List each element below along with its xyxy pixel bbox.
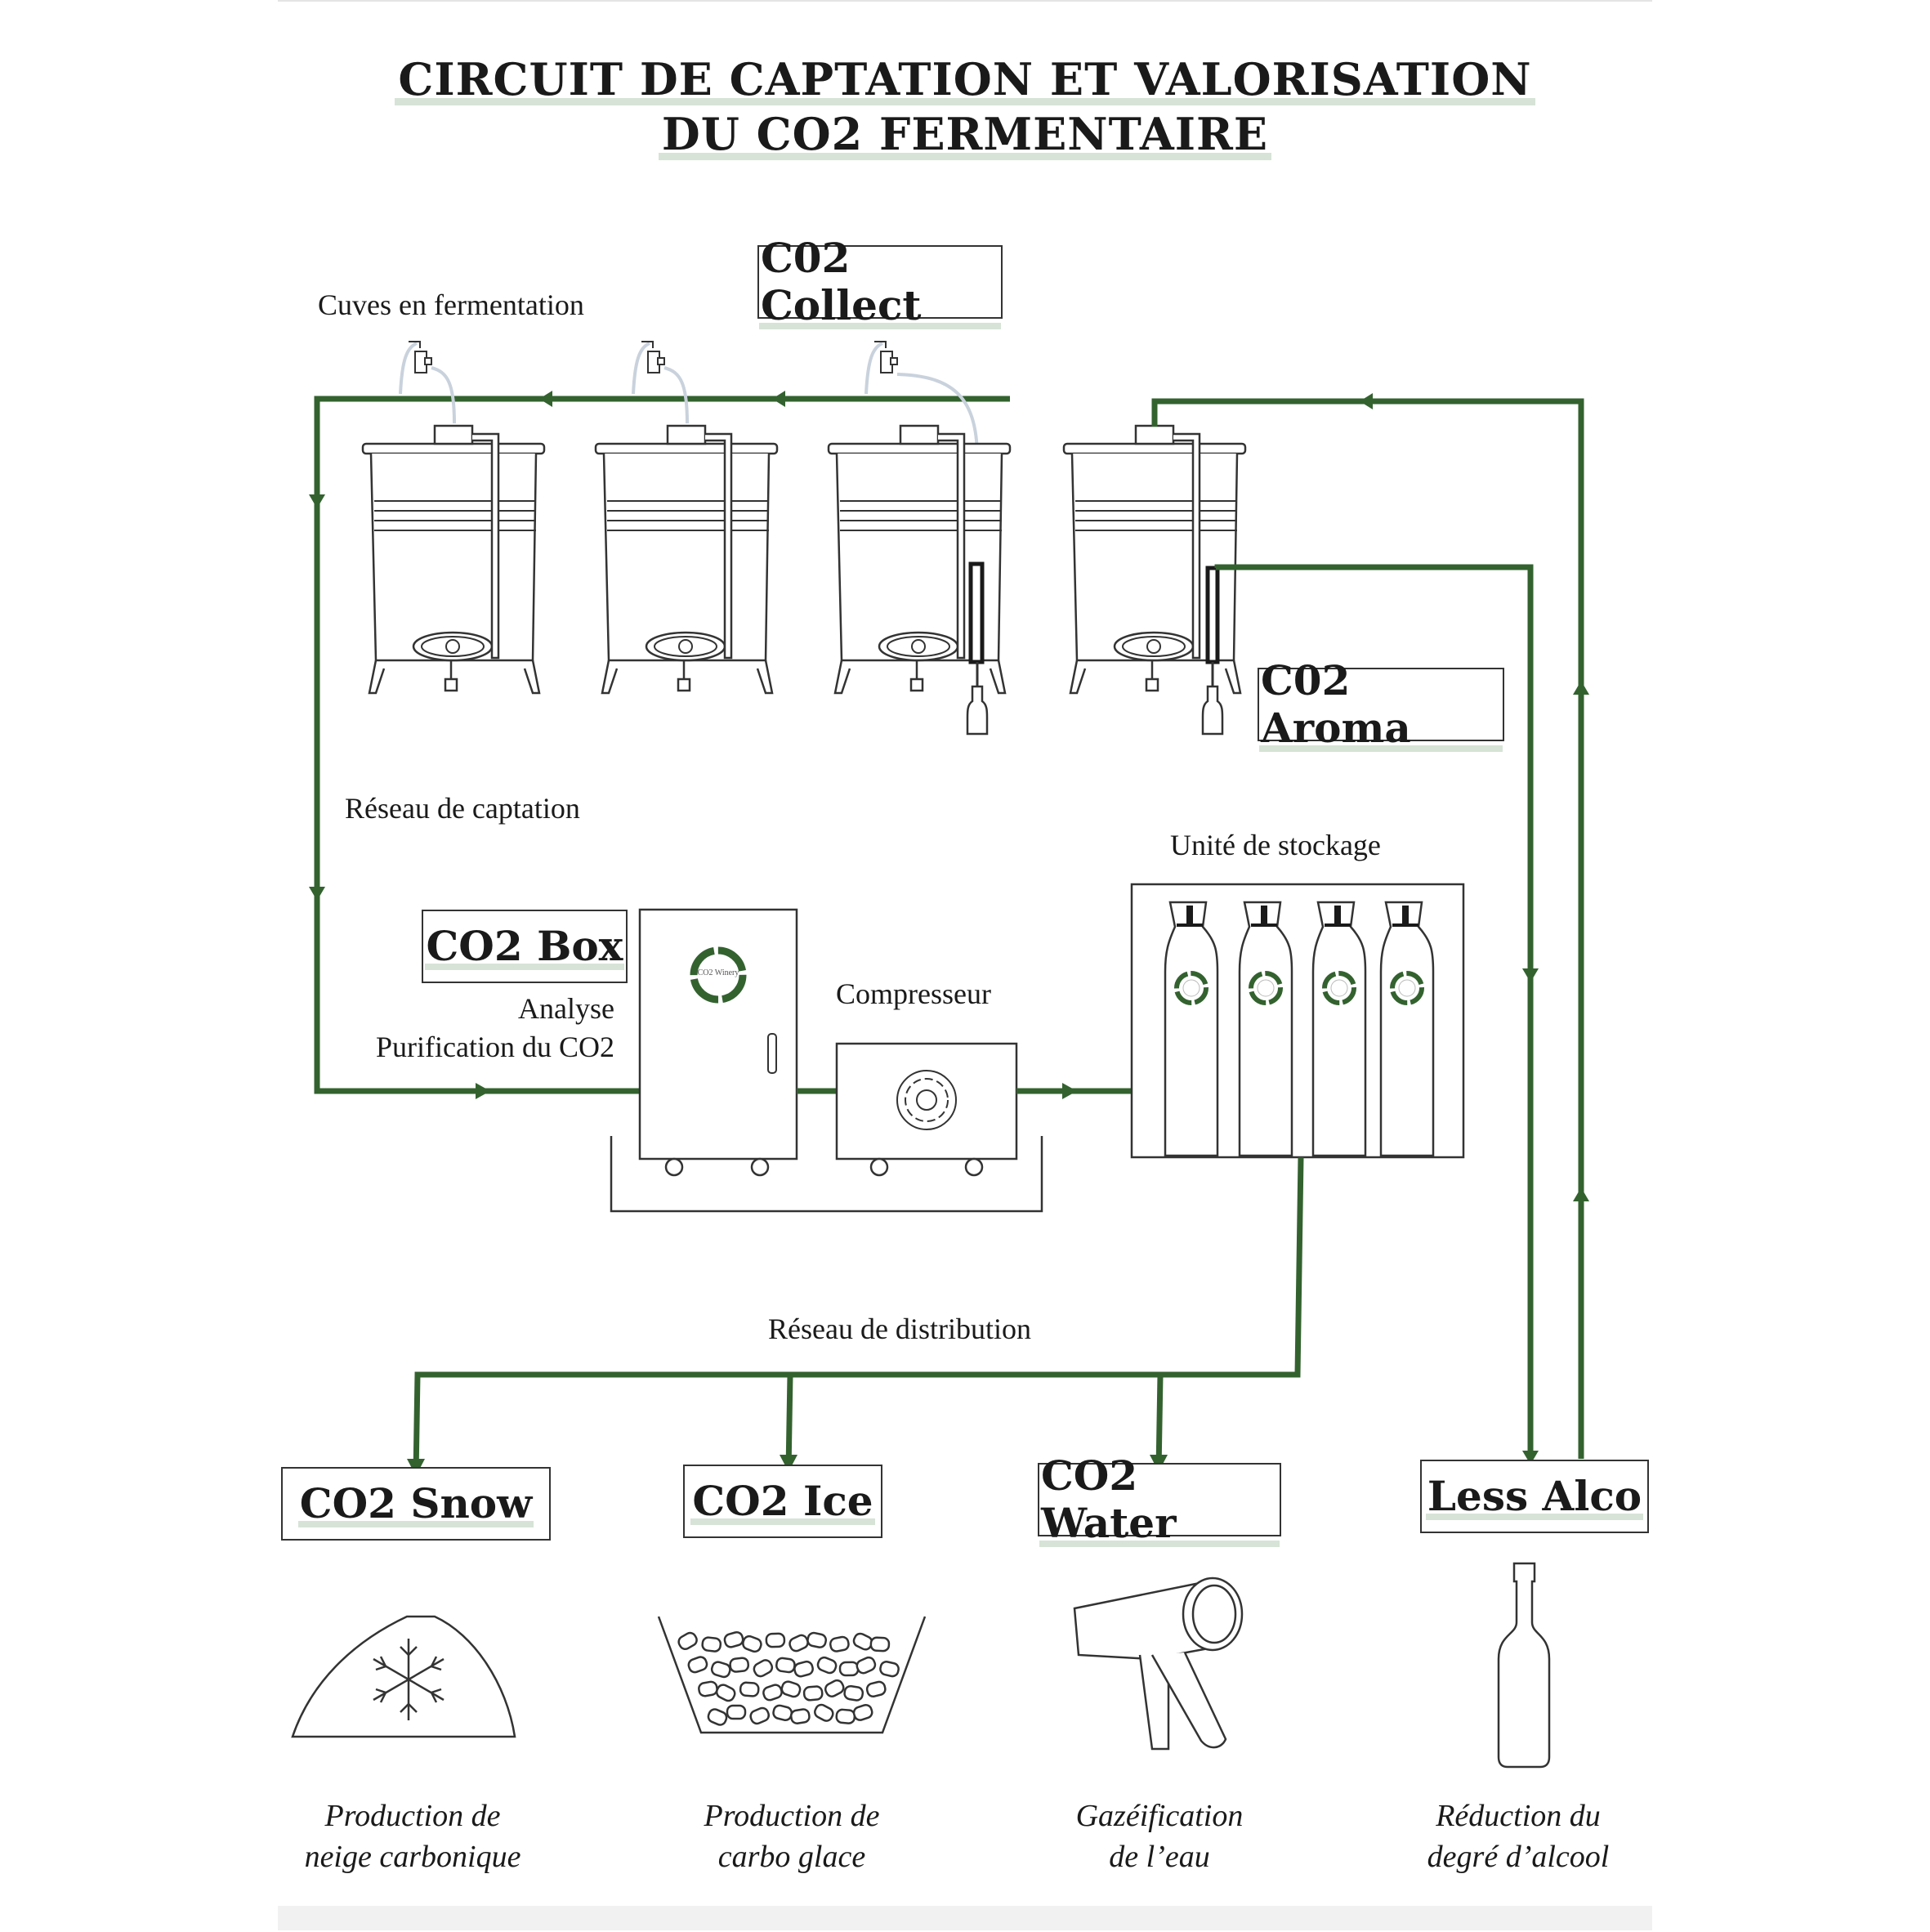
- co2-box-cabinet: CO2 Winery: [638, 908, 798, 1177]
- ice-pellet: [814, 1703, 834, 1722]
- gas-cylinder-4: [1381, 902, 1433, 1156]
- ice-pellet: [677, 1631, 698, 1651]
- ice-pellet: [701, 1636, 722, 1652]
- ice-basket-icon: [657, 1616, 927, 1734]
- ice-pellet: [749, 1706, 771, 1725]
- ice-pellet: [793, 1660, 814, 1678]
- ice-pellet: [802, 1685, 824, 1702]
- wine-bottle-icon: [1497, 1562, 1551, 1769]
- co2-snow-box: CO2 Snow: [281, 1467, 551, 1541]
- page-bottom-shade: [278, 1906, 1652, 1930]
- ice-pellet: [772, 1704, 793, 1722]
- ice-pellet: [765, 1632, 786, 1648]
- compressor: [835, 1042, 1018, 1177]
- fermentation-tank-1: [361, 424, 546, 695]
- ice-pellet: [838, 1661, 860, 1677]
- co2-water-box: CO2 Water: [1038, 1452, 1281, 1547]
- ice-pellet: [775, 1657, 796, 1674]
- ice-pellet: [739, 1681, 760, 1697]
- ice-pellet: [843, 1684, 864, 1702]
- ice-pellet: [835, 1708, 856, 1724]
- label-reseau-captation: Réseau de captation: [345, 792, 580, 825]
- gas-cylinder-2: [1240, 902, 1292, 1156]
- ice-pellet: [707, 1708, 728, 1726]
- page-title-line1: CIRCUIT DE CAPTATION ET VALORISATION: [0, 51, 1930, 108]
- ice-pellet: [856, 1656, 877, 1675]
- ice-pellet: [726, 1704, 747, 1720]
- co2-aroma-box: C02 Aroma: [1258, 657, 1504, 752]
- ice-pellet: [824, 1679, 845, 1697]
- ice-pellet: [698, 1680, 718, 1697]
- collect-pipe: [309, 391, 1010, 1099]
- ice-pellet: [742, 1635, 762, 1653]
- aroma-feed-pipe: [1214, 564, 1539, 1465]
- ice-pellet: [865, 1680, 887, 1698]
- ice-pellet: [687, 1656, 708, 1674]
- gas-cylinder-3: [1313, 902, 1365, 1156]
- label-cuves: Cuves en fermentation: [318, 288, 584, 321]
- compressor-storage-pipe: [1016, 1083, 1132, 1099]
- co2-ice-box: CO2 Ice: [683, 1465, 882, 1538]
- label-reseau-distribution: Réseau de distribution: [768, 1313, 1031, 1345]
- label-compresseur: Compresseur: [836, 977, 991, 1010]
- ice-pellet: [869, 1636, 891, 1652]
- equipment-base: [610, 1136, 1043, 1213]
- snow-pile-icon: [291, 1615, 516, 1738]
- aroma-return-pipe: [1151, 393, 1589, 1459]
- page-title-line2: DU CO2 FERMENTAIRE: [0, 105, 1930, 163]
- storage-unit: [1130, 883, 1465, 1159]
- ice-pellet: [789, 1708, 811, 1724]
- box-logo-text: CO2 Winery: [698, 968, 739, 977]
- ice-pellet: [753, 1659, 774, 1678]
- ice-pellet: [829, 1635, 850, 1652]
- label-analyse: Analyse: [518, 992, 614, 1025]
- ice-pellet: [852, 1704, 873, 1721]
- ice-pellet: [729, 1657, 750, 1673]
- gas-cylinder-1: [1165, 902, 1217, 1156]
- ice-pellet: [789, 1634, 809, 1652]
- aroma-collector-tank-3: [966, 561, 989, 736]
- less-alco-box: Less Alco: [1420, 1460, 1649, 1533]
- label-purification: Purification du CO2: [376, 1031, 614, 1063]
- fermentation-tank-2: [594, 424, 779, 695]
- co2-box-label: CO2 Box: [422, 910, 628, 983]
- ice-pellet: [710, 1661, 731, 1679]
- ice-pellet: [723, 1630, 744, 1648]
- ice-pellet: [715, 1684, 736, 1702]
- ice-pellet: [806, 1631, 828, 1648]
- aroma-collector-tank-4: [1201, 566, 1224, 736]
- co2-collect-box: C02 Collect: [757, 235, 1003, 329]
- ice-pellet: [816, 1656, 838, 1675]
- ice-pellet: [780, 1680, 802, 1698]
- water-gun-icon: [1073, 1576, 1244, 1751]
- ice-pellet: [879, 1661, 900, 1678]
- label-stockage: Unité de stockage: [1170, 829, 1381, 861]
- ice-pellet: [762, 1684, 783, 1702]
